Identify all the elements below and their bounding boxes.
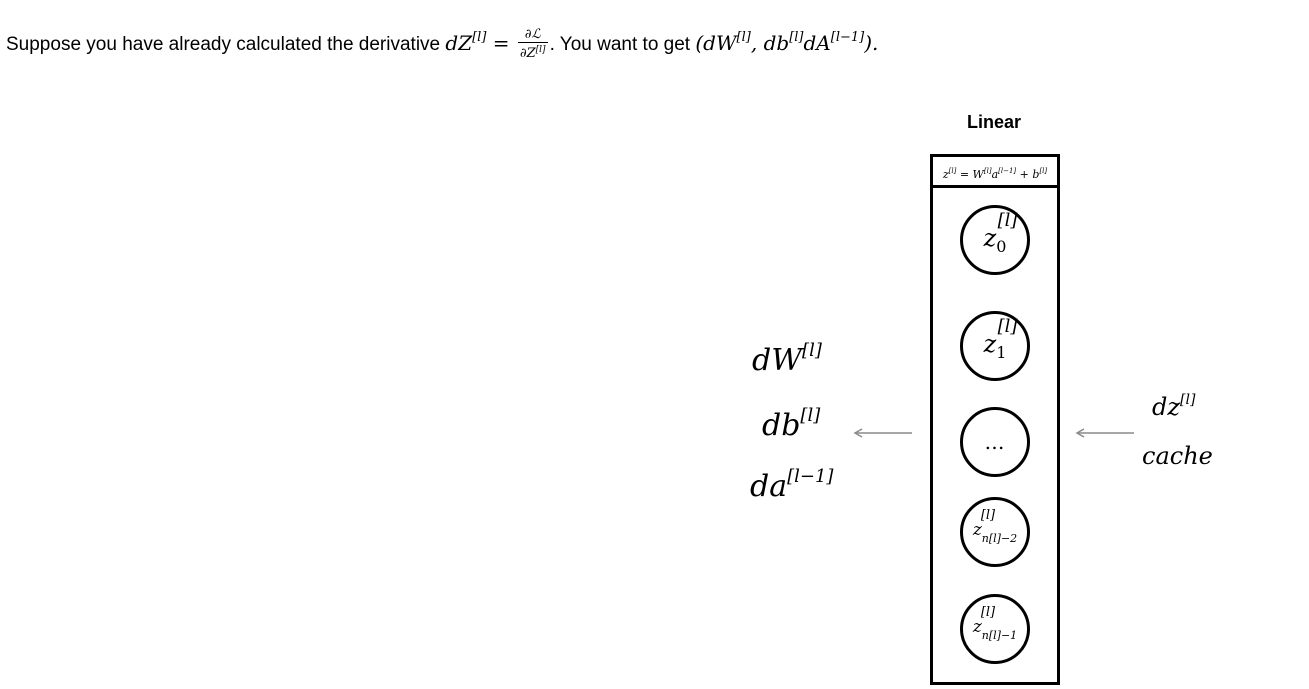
neuron-z0: z[l]0 <box>960 205 1030 275</box>
intro-middle: . You want to get <box>549 34 696 55</box>
output-da: da[l−1] <box>750 466 834 504</box>
layer-equation: z[l] = W[l]a[l−1] + b[l] <box>933 157 1057 188</box>
right-arrow-icon <box>1075 428 1134 438</box>
neuron-z-n-minus-2: z[l]n[l]−2 <box>960 497 1030 567</box>
neuron-ellipsis: … <box>960 407 1030 477</box>
derivative-fraction: ∂ℒ∂Z[l] <box>517 27 548 62</box>
neuron-z1: z[l]1 <box>960 311 1030 381</box>
output-db: db[l] <box>762 405 821 443</box>
intro-prefix: Suppose you have already calculated the … <box>6 34 446 55</box>
input-cache: cache <box>1142 442 1213 470</box>
layer-title: Linear <box>966 112 1022 132</box>
equals-sign: = <box>486 31 516 55</box>
target-tuple: (dW[l], db[l]dA[l−1]). <box>695 30 879 55</box>
intro-sentence: Suppose you have already calculated the … <box>6 22 878 61</box>
input-dz: dz[l] <box>1152 392 1196 421</box>
neuron-z-n-minus-1: z[l]n[l]−1 <box>960 594 1030 664</box>
output-dw: dW[l] <box>752 340 822 378</box>
linear-layer-box: z[l] = W[l]a[l−1] + b[l] z[l]0 z[l]1 … z… <box>930 154 1060 685</box>
left-arrow-icon <box>853 428 912 438</box>
dz-symbol: dZ[l] <box>445 30 487 55</box>
